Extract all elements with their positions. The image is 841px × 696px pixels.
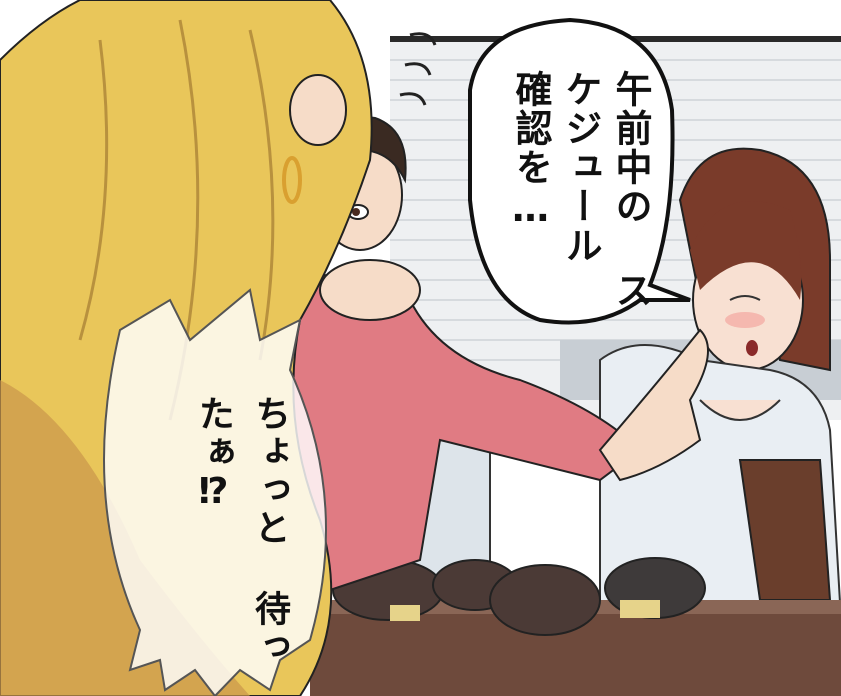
bubble-left-line-1: ちょっと — [249, 395, 290, 547]
bubble-right-line-3: 確認を… — [509, 70, 552, 232]
bubble-right-line-1: 午前中の — [609, 70, 652, 226]
dining-table — [310, 557, 841, 696]
speech-bubble-left — [103, 288, 327, 696]
bubble-left-line-2: 待ったぁ⁉ — [193, 395, 290, 666]
speech-bubble-right-text: 午前中の スケジュール 確認を… — [505, 70, 655, 320]
speech-bubble-right — [468, 17, 691, 325]
nervous-motion-marks — [399, 32, 437, 106]
speech-bubble-left-text: ちょっと 待ったぁ⁉ — [185, 395, 297, 675]
bubble-right-line-2: スケジュール — [559, 70, 652, 310]
